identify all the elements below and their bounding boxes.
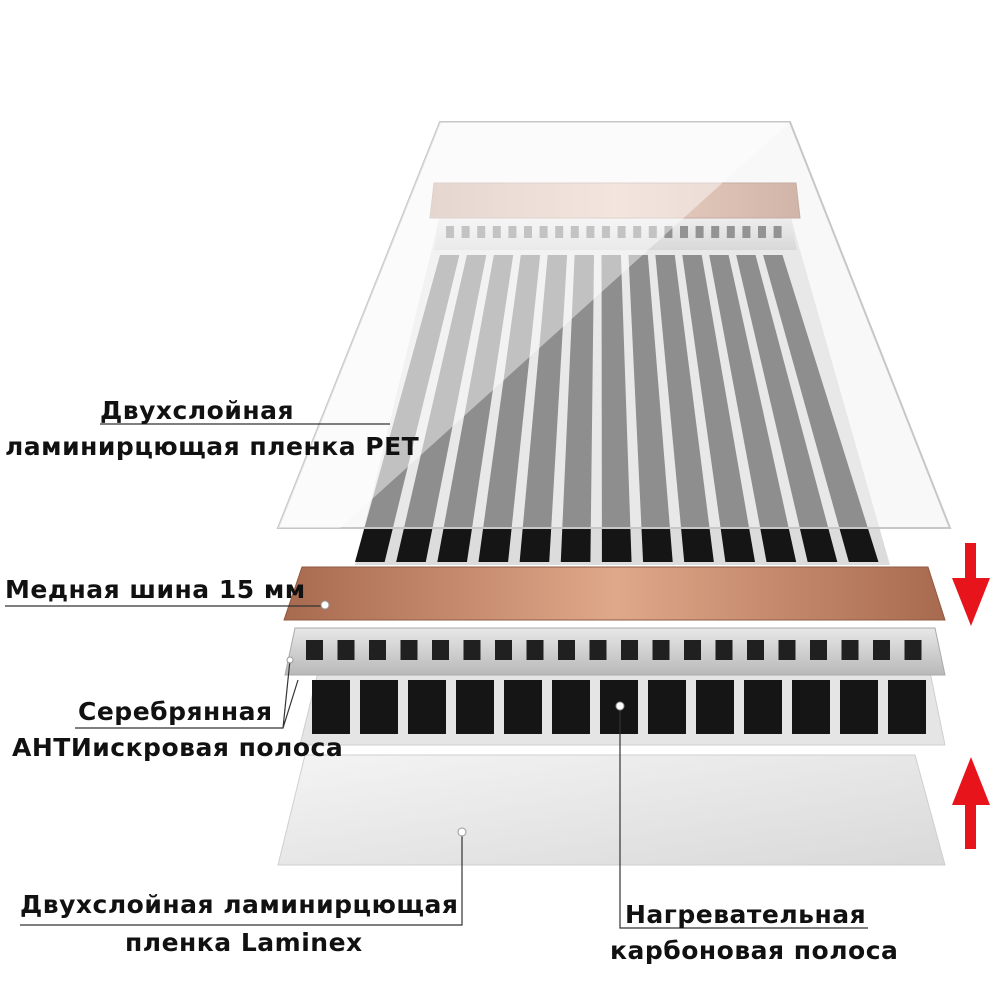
arrow-down-icon [952, 543, 990, 626]
silver-square [652, 640, 670, 660]
silver-square [337, 640, 355, 660]
leader-lines [5, 423, 868, 929]
leader-carbon [619, 706, 868, 929]
silver-square [400, 640, 418, 660]
label-carbon-line2: карбоновая полоса [610, 936, 899, 965]
silver-square [778, 640, 796, 660]
carbon-bar [360, 680, 398, 734]
label-carbon-line1: Нагревательная [625, 900, 867, 929]
silver-square [873, 640, 890, 660]
carbon-bar [744, 680, 782, 734]
carbon-bar [696, 680, 734, 734]
carbon-bar [312, 680, 350, 734]
silver-square [526, 640, 544, 660]
silver-square [463, 640, 481, 660]
silver-square [904, 640, 922, 660]
silver-square [715, 640, 733, 660]
silver-square [495, 640, 512, 660]
carbon-bar [792, 680, 830, 734]
copper-bus-bottom [283, 566, 946, 621]
pet-film-layer [276, 121, 952, 529]
silver-square [684, 640, 701, 660]
carbon-bar [648, 680, 686, 734]
label-laminex-line1: Двухслойная ламинирцющая [20, 890, 459, 919]
silver-square [747, 640, 764, 660]
leader-silver [75, 659, 299, 729]
pet-film-glare [278, 122, 790, 528]
label-pet-line2: ламинирцющая пленка PET [5, 432, 420, 461]
silver-square [432, 640, 449, 660]
label-laminex-line2: пленка Laminex [125, 928, 363, 957]
silver-square [621, 640, 638, 660]
silver-square [369, 640, 386, 660]
silver-square [558, 640, 575, 660]
carbon-bars-bottom [312, 680, 926, 734]
leader-laminex [20, 832, 463, 926]
label-silver-line2: АНТИискровая полоса [12, 733, 344, 762]
carbon-bar [552, 680, 590, 734]
silver-square [810, 640, 827, 660]
silver-square [589, 640, 607, 660]
label-copper: Медная шина 15 мм [5, 575, 306, 604]
silver-square [306, 640, 323, 660]
leader-dots [286, 600, 625, 837]
carbon-bar [888, 680, 926, 734]
carbon-bar [840, 680, 878, 734]
arrow-up-icon [952, 757, 990, 849]
carbon-bar [408, 680, 446, 734]
carbon-bar [456, 680, 494, 734]
silver-square [841, 640, 859, 660]
carbon-bar [504, 680, 542, 734]
laminex-film-layer [277, 754, 946, 866]
silver-strip-squares [306, 640, 922, 660]
label-pet-line1: Двухслойная [100, 396, 295, 425]
label-silver-line1: Серебрянная [78, 697, 273, 726]
